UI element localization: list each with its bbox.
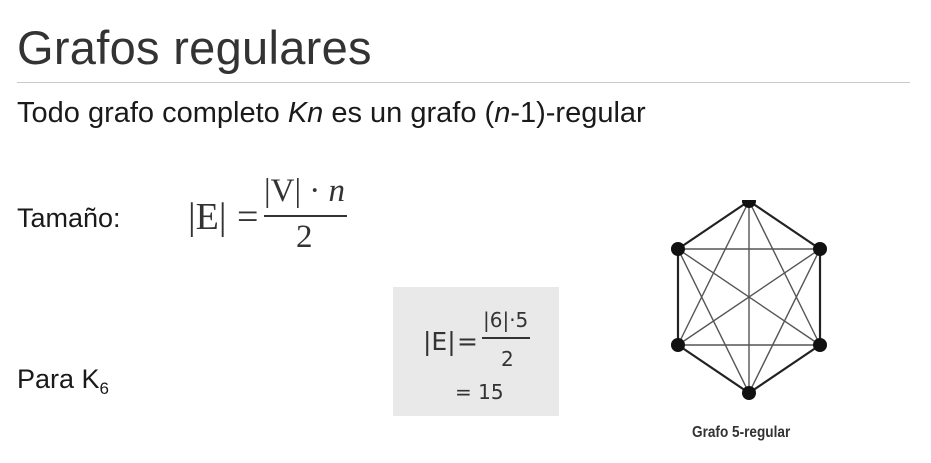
k6-formula-result: = 15 bbox=[455, 380, 504, 404]
formula-numerator: |V| · n bbox=[264, 173, 345, 210]
subtitle-text-2: es un grafo ( bbox=[323, 97, 495, 129]
k6-formula-numerator: |6|·5 bbox=[483, 308, 529, 332]
graph-vertex bbox=[813, 338, 828, 352]
subtitle-text-1: Todo grafo completo bbox=[17, 97, 288, 129]
k6-formula-denominator: 2 bbox=[501, 347, 514, 371]
graph-vertex bbox=[670, 338, 685, 352]
subtitle-text-3: -1)-regular bbox=[510, 97, 646, 129]
subtitle-kn: Kn bbox=[287, 97, 324, 129]
graph-edges bbox=[676, 200, 822, 394]
graph-vertex bbox=[813, 242, 828, 256]
k6-formula-box: |E| = |6|·5 2 = 15 bbox=[393, 287, 559, 416]
subtitle-n: n bbox=[494, 97, 511, 129]
graph-edge bbox=[748, 344, 821, 394]
title-divider bbox=[17, 82, 910, 83]
formula-lhs: |E| bbox=[188, 196, 227, 238]
graph-vertex bbox=[670, 242, 685, 256]
formula-numerator-v: |V| bbox=[264, 173, 302, 209]
size-formula: |E| = |V| · n 2 bbox=[188, 173, 358, 263]
k6-fraction-bar bbox=[482, 337, 530, 339]
k6-label: Para K6 bbox=[17, 364, 109, 399]
complete-graph-k6 bbox=[670, 200, 828, 400]
k6-formula-equals: = bbox=[457, 327, 478, 356]
formula-equals: = bbox=[237, 196, 259, 238]
graph-edge bbox=[677, 344, 750, 394]
graph-caption: Grafo 5-regular bbox=[692, 424, 791, 441]
graph-vertex bbox=[742, 200, 756, 208]
k6-label-text: Para K bbox=[17, 364, 100, 394]
graph-edge bbox=[677, 200, 750, 250]
graph-vertex bbox=[742, 386, 756, 400]
k6-formula: |E| = |6|·5 2 = 15 bbox=[393, 287, 559, 416]
graph-edge bbox=[748, 200, 821, 250]
graph-vertices bbox=[670, 200, 828, 400]
slide-title: Grafos regulares bbox=[17, 21, 372, 74]
formula-numerator-n: n bbox=[328, 173, 346, 209]
k6-formula-lhs: |E| bbox=[423, 327, 456, 356]
formula-denominator: 2 bbox=[296, 219, 313, 255]
graph-edge bbox=[677, 248, 750, 394]
formula-numerator-dot: · bbox=[301, 173, 329, 209]
graph-edge bbox=[677, 248, 821, 346]
subtitle: Todo grafo completo Kn es un grafo (n-1)… bbox=[17, 97, 646, 130]
size-label: Tamaño: bbox=[17, 203, 121, 233]
k6-label-subscript: 6 bbox=[99, 379, 110, 398]
fraction-bar bbox=[264, 215, 347, 217]
